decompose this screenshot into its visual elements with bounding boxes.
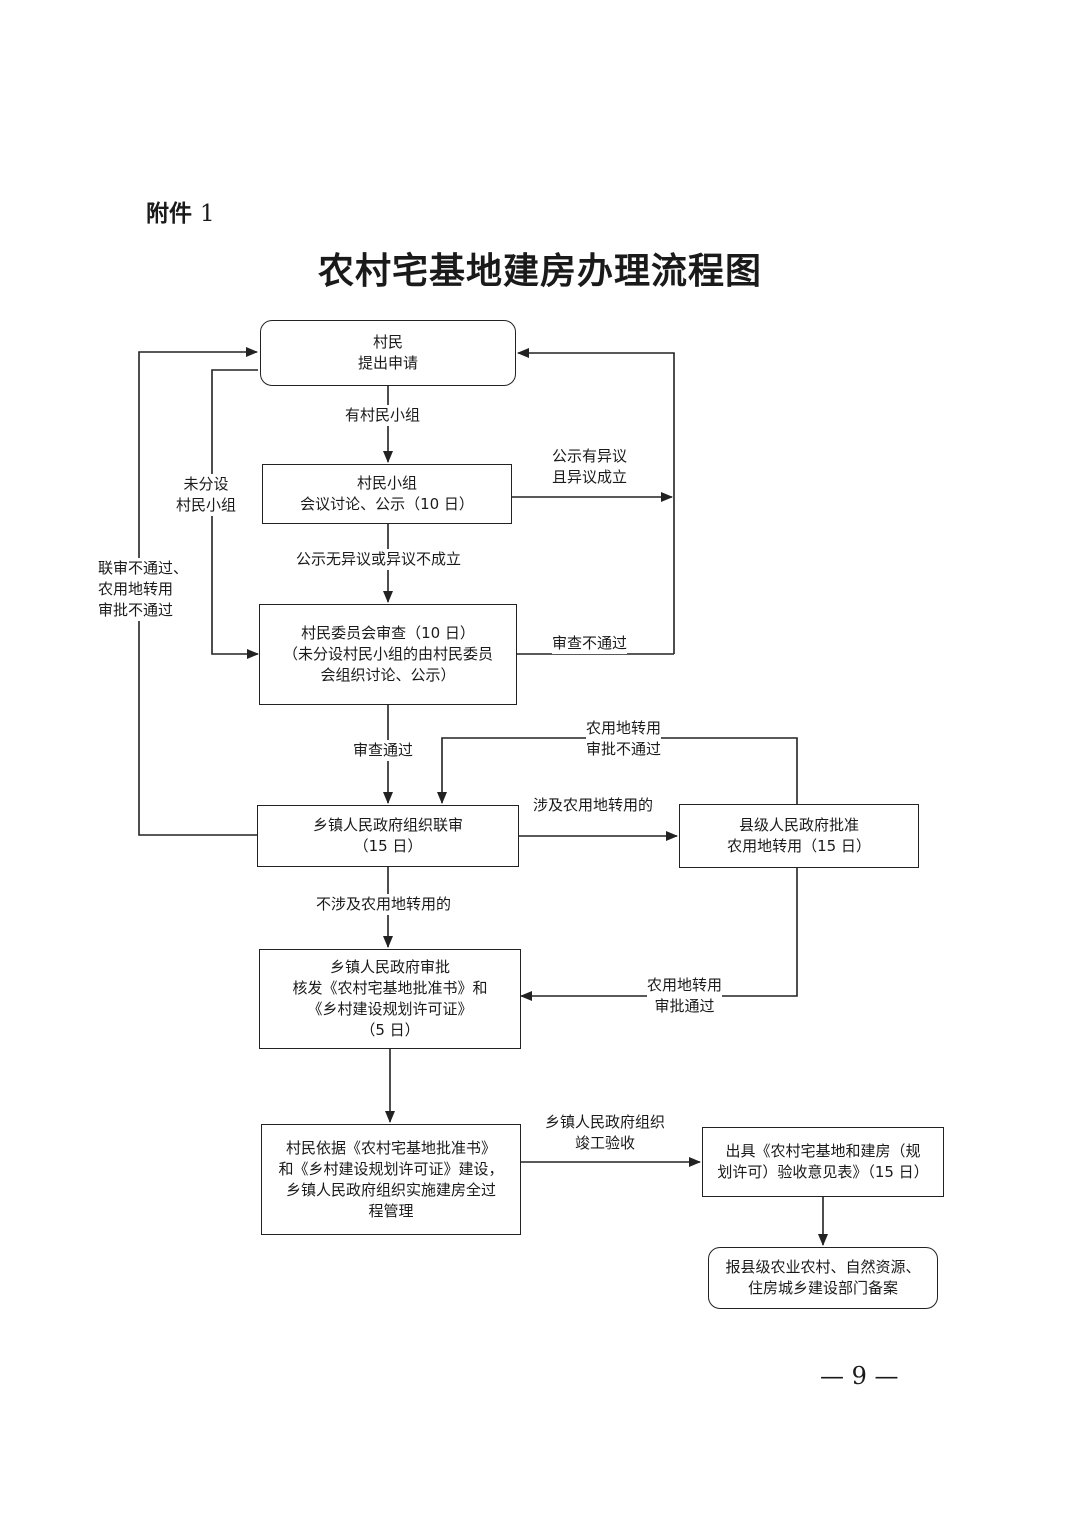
node-joint-review-line-2: （15 日） (353, 837, 423, 855)
page-number: — 9 — (820, 1362, 899, 1390)
label-completion-line-1: 乡镇人民政府组织 (545, 1113, 666, 1131)
arrow-land-pass (520, 868, 798, 1001)
arrow-return-to-apply-right (517, 348, 675, 654)
label-completion-line-2: 竣工验收 (575, 1134, 636, 1152)
node-build-line-4: 程管理 (368, 1201, 414, 1220)
node-filing-line-1: 报县级农业农村、自然资源、 (725, 1258, 921, 1276)
node-acceptance-line-2: 划许可）验收意见表》（15 日） (717, 1163, 929, 1181)
node-construction: 村民依据《农村宅基地批准书》 和《乡村建设规划许可证》建设， 乡镇人民政府组织实… (261, 1124, 521, 1235)
label-land-fail: 农用地转用 审批不通过 (586, 718, 662, 760)
label-land-pass-line-2: 审批通过 (654, 997, 715, 1015)
label-joint-fail-line-3: 审批不通过 (98, 601, 174, 619)
node-county-line-2: 农用地转用（15 日） (727, 837, 871, 855)
node-filing: 报县级农业农村、自然资源、 住房城乡建设部门备案 (708, 1247, 938, 1309)
node-committee-line-2: （未分设村民小组的由村民委员 (282, 645, 493, 663)
node-committee-line-1: 村民委员会审查（10 日） (301, 624, 475, 642)
node-committee: 村民委员会审查（10 日） （未分设村民小组的由村民委员 会组织讨论、公示） (259, 604, 517, 705)
node-group-line-1: 村民小组 (356, 474, 417, 492)
node-joint-review: 乡镇人民政府组织联审 （15 日） (257, 805, 519, 867)
node-build-line-2: 和《乡村建设规划许可证》建设， (278, 1159, 504, 1178)
label-joint-fail: 联审不通过、 农用地转用 审批不通过 (98, 558, 189, 621)
node-approval-line-3: 《乡村建设规划许可证》 (307, 1000, 473, 1018)
label-land-pass: 农用地转用 审批通过 (647, 975, 723, 1017)
node-group: 村民小组 会议讨论、公示（10 日） (262, 464, 512, 524)
node-county-approval: 县级人民政府批准 农用地转用（15 日） (679, 804, 919, 868)
page-title: 农村宅基地建房办理流程图 (317, 250, 762, 292)
attachment-number: 1 (200, 201, 215, 227)
node-build-line-3: 乡镇人民政府组织实施建房全过 (285, 1180, 496, 1199)
node-approval-line-2: 核发《农村宅基地批准书》和 (292, 979, 488, 997)
label-no-group-line-2: 村民小组 (176, 496, 237, 514)
node-committee-line-3: 会组织讨论、公示） (320, 666, 456, 684)
node-acceptance: 出具《农村宅基地和建房（规 划许可）验收意见表》（15 日） (702, 1127, 944, 1197)
node-apply: 村民 提出申请 (260, 320, 516, 386)
node-apply-line-2: 提出申请 (357, 354, 418, 372)
node-build-line-1: 村民依据《农村宅基地批准书》 (285, 1138, 496, 1157)
label-joint-fail-line-2: 农用地转用 (98, 580, 174, 598)
label-involves-land: 涉及农用地转用的 (533, 795, 654, 816)
label-no-objection: 公示无异议或异议不成立 (296, 549, 462, 570)
label-objection-line-2: 且异议成立 (552, 468, 628, 486)
label-has-group: 有村民小组 (345, 405, 421, 426)
label-no-group-line-1: 未分设 (183, 475, 229, 493)
node-group-line-2: 会议讨论、公示（10 日） (300, 495, 474, 513)
label-land-pass-line-1: 农用地转用 (647, 976, 723, 994)
node-township-approval: 乡镇人民政府审批 核发《农村宅基地批准书》和 《乡村建设规划许可证》 （5 日） (259, 949, 521, 1049)
node-county-line-1: 县级人民政府批准 (738, 816, 859, 834)
label-review-pass: 审查通过 (353, 740, 414, 761)
label-review-fail: 审查不通过 (552, 633, 628, 654)
label-objection-line-1: 公示有异议 (552, 447, 628, 465)
node-filing-line-2: 住房城乡建设部门备案 (747, 1279, 898, 1297)
label-no-group: 未分设 村民小组 (176, 474, 237, 516)
attachment-label: 附件 1 (146, 194, 215, 228)
attachment-text: 附件 (146, 200, 192, 227)
label-land-fail-line-1: 农用地转用 (586, 719, 662, 737)
label-not-involves-land: 不涉及农用地转用的 (316, 894, 452, 915)
node-acceptance-line-1: 出具《农村宅基地和建房（规 (725, 1142, 921, 1160)
label-land-fail-line-2: 审批不通过 (586, 740, 662, 758)
label-completion: 乡镇人民政府组织 竣工验收 (545, 1112, 666, 1154)
node-approval-line-1: 乡镇人民政府审批 (329, 958, 450, 976)
label-objection: 公示有异议 且异议成立 (552, 446, 628, 488)
node-approval-line-4: （5 日） (360, 1021, 420, 1039)
node-joint-review-line-1: 乡镇人民政府组织联审 (312, 816, 463, 834)
label-joint-fail-line-1: 联审不通过、 (98, 559, 189, 577)
node-apply-line-1: 村民 (372, 333, 403, 351)
